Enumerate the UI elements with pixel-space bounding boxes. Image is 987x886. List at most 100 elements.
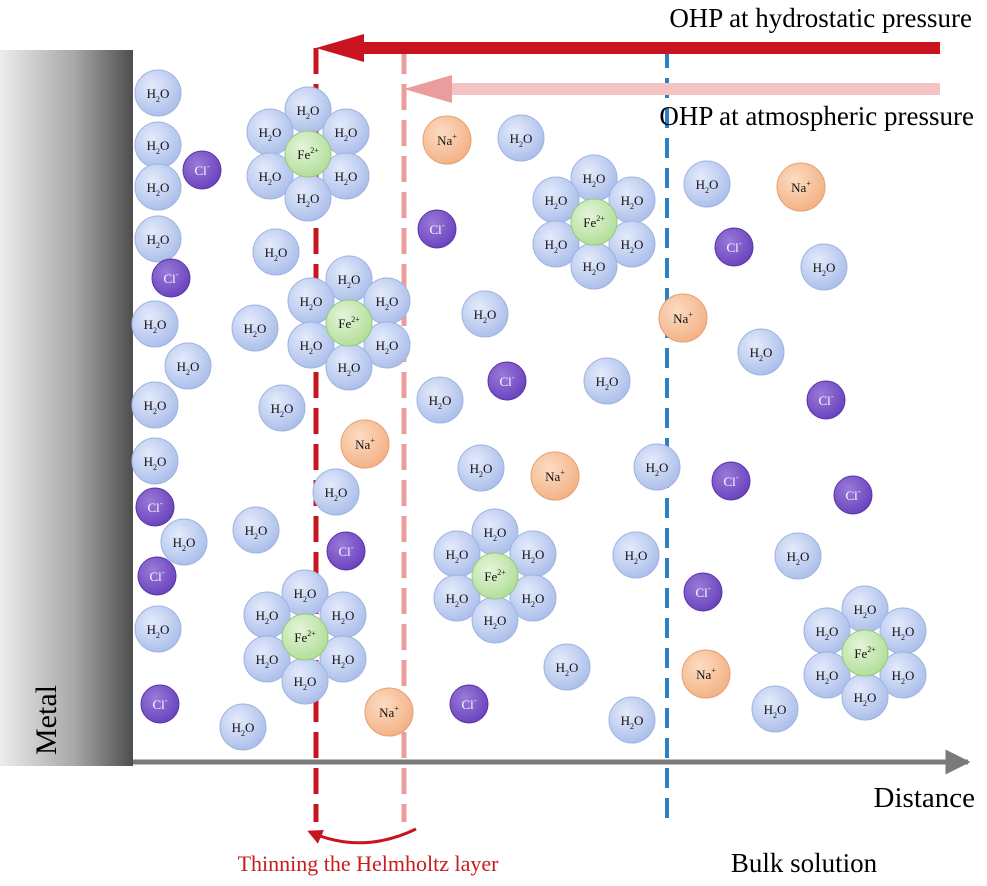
chloride-ion: Cl- xyxy=(151,258,191,298)
water-molecule: H2O xyxy=(160,518,208,566)
water-molecule: H2O xyxy=(246,108,294,156)
svg-text:H2O: H2O xyxy=(338,360,361,378)
svg-text:H2O: H2O xyxy=(621,193,644,211)
svg-text:H2O: H2O xyxy=(244,321,267,339)
svg-text:Fe2+: Fe2+ xyxy=(297,146,319,162)
water-molecule: H2O xyxy=(532,220,580,268)
svg-text:H2O: H2O xyxy=(297,103,320,121)
chloride-ion: Cl- xyxy=(182,150,222,190)
svg-text:H2O: H2O xyxy=(297,191,320,209)
svg-text:H2O: H2O xyxy=(147,622,170,640)
water-molecule: H2O xyxy=(134,69,182,117)
svg-text:H2O: H2O xyxy=(335,125,358,143)
svg-text:H2O: H2O xyxy=(325,485,348,503)
svg-text:H2O: H2O xyxy=(646,460,669,478)
iron-ion: Fe2+ xyxy=(570,198,618,246)
water-molecule: H2O xyxy=(287,321,335,369)
svg-text:Na+: Na+ xyxy=(437,132,457,148)
water-molecule: H2O xyxy=(612,531,660,579)
svg-text:H2O: H2O xyxy=(147,180,170,198)
svg-text:H2O: H2O xyxy=(484,613,507,631)
svg-text:H2O: H2O xyxy=(522,547,545,565)
water-molecule: H2O xyxy=(284,174,332,222)
svg-text:H2O: H2O xyxy=(259,169,282,187)
water-molecule: H2O xyxy=(252,228,300,276)
svg-text:H2O: H2O xyxy=(583,259,606,277)
chloride-ion: Cl- xyxy=(806,380,846,420)
sodium-ion: Na+ xyxy=(364,687,414,737)
svg-text:H2O: H2O xyxy=(522,591,545,609)
water-molecule: H2O xyxy=(232,506,280,554)
svg-text:Cl-: Cl- xyxy=(150,568,165,584)
svg-text:Cl-: Cl- xyxy=(148,499,163,515)
svg-text:Cl-: Cl- xyxy=(724,473,739,489)
svg-text:Na+: Na+ xyxy=(673,310,693,326)
water-molecule: H2O xyxy=(134,215,182,263)
svg-text:H2O: H2O xyxy=(173,535,196,553)
water-molecule: H2O xyxy=(325,255,373,303)
svg-text:H2O: H2O xyxy=(147,138,170,156)
svg-text:Na+: Na+ xyxy=(379,704,399,720)
water-molecule: H2O xyxy=(532,176,580,224)
sodium-ion: Na+ xyxy=(340,419,390,469)
chloride-ion: Cl- xyxy=(137,556,177,596)
svg-text:Fe2+: Fe2+ xyxy=(854,645,876,661)
svg-text:Cl-: Cl- xyxy=(462,696,477,712)
svg-text:H2O: H2O xyxy=(271,401,294,419)
svg-text:Fe2+: Fe2+ xyxy=(583,214,605,230)
water-molecule: H2O xyxy=(322,108,370,156)
bulk-solution-label: Bulk solution xyxy=(731,848,878,878)
svg-text:Fe2+: Fe2+ xyxy=(484,568,506,584)
metal-label: Metal xyxy=(30,685,63,755)
water-molecule: H2O xyxy=(281,657,329,705)
svg-text:H2O: H2O xyxy=(696,177,719,195)
water-molecule: H2O xyxy=(509,530,557,578)
ohp-hydrostatic-label: OHP at hydrostatic pressure xyxy=(669,3,972,33)
iron-ion: Fe2+ xyxy=(284,130,332,178)
svg-text:H2O: H2O xyxy=(429,393,452,411)
svg-text:Cl-: Cl- xyxy=(153,696,168,712)
water-molecule: H2O xyxy=(243,635,291,683)
svg-text:H2O: H2O xyxy=(854,602,877,620)
svg-text:H2O: H2O xyxy=(256,608,279,626)
chloride-ion: Cl- xyxy=(714,227,754,267)
svg-text:Cl-: Cl- xyxy=(164,270,179,286)
svg-text:H2O: H2O xyxy=(294,586,317,604)
svg-text:H2O: H2O xyxy=(144,454,167,472)
water-molecule: H2O xyxy=(841,673,889,721)
svg-text:H2O: H2O xyxy=(144,317,167,335)
sodium-ion: Na+ xyxy=(422,115,472,165)
chloride-ion: Cl- xyxy=(326,531,366,571)
svg-text:H2O: H2O xyxy=(621,713,644,731)
svg-text:Cl-: Cl- xyxy=(430,221,445,237)
water-molecule: H2O xyxy=(633,443,681,491)
water-molecule: H2O xyxy=(131,381,179,429)
water-molecule: H2O xyxy=(879,651,927,699)
svg-text:Fe2+: Fe2+ xyxy=(294,629,316,645)
sodium-ion: Na+ xyxy=(681,649,731,699)
chloride-ion: Cl- xyxy=(487,361,527,401)
water-molecule: H2O xyxy=(583,357,631,405)
svg-text:H2O: H2O xyxy=(787,549,810,567)
chloride-ion: Cl- xyxy=(140,684,180,724)
svg-text:H2O: H2O xyxy=(147,86,170,104)
svg-text:H2O: H2O xyxy=(332,652,355,670)
svg-text:Na+: Na+ xyxy=(545,468,565,484)
svg-text:Cl-: Cl- xyxy=(727,239,742,255)
water-molecule: H2O xyxy=(319,591,367,639)
thinning-curve-arrow xyxy=(307,827,417,845)
water-molecule: H2O xyxy=(608,696,656,744)
iron-ion: Fe2+ xyxy=(325,299,373,347)
svg-text:Fe2+: Fe2+ xyxy=(338,315,360,331)
svg-text:H2O: H2O xyxy=(510,131,533,149)
svg-text:H2O: H2O xyxy=(265,245,288,263)
ohp-atmospheric-label: OHP at atmospheric pressure xyxy=(659,101,974,131)
svg-text:H2O: H2O xyxy=(596,374,619,392)
svg-text:H2O: H2O xyxy=(446,547,469,565)
chloride-ion: Cl- xyxy=(135,487,175,527)
water-molecule: H2O xyxy=(312,468,360,516)
water-molecule: H2O xyxy=(319,635,367,683)
water-molecule: H2O xyxy=(258,384,306,432)
water-molecule: H2O xyxy=(461,290,509,338)
